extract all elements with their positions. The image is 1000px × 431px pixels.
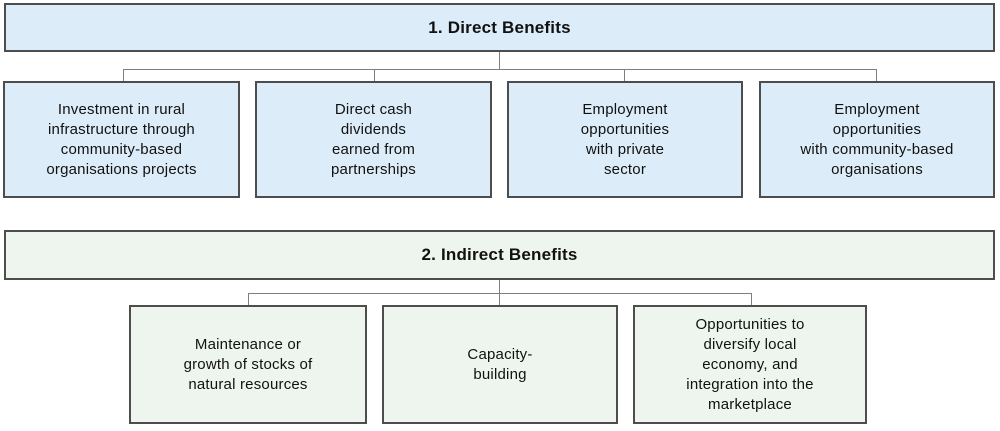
connector-indirect-crossbar xyxy=(248,293,752,294)
section-header-direct-benefits: 1. Direct Benefits xyxy=(4,3,995,52)
connector-direct-drop-2 xyxy=(374,69,375,81)
section-header-direct-benefits-label: 1. Direct Benefits xyxy=(428,17,571,37)
benefit-box-investment-rural-infrastructure: Investment in rural infrastructure throu… xyxy=(3,81,240,198)
connector-indirect-drop-1 xyxy=(248,293,249,305)
benefit-box-employment-private-sector: Employment opportunities with private se… xyxy=(507,81,743,198)
benefit-box-employment-community-organisations: Employment opportunities with community-… xyxy=(759,81,995,198)
connector-direct-crossbar xyxy=(123,69,877,70)
connector-indirect-stem xyxy=(499,280,500,305)
benefit-box-direct-cash-dividends: Direct cash dividends earned from partne… xyxy=(255,81,492,198)
section-header-indirect-benefits: 2. Indirect Benefits xyxy=(4,230,995,280)
section-header-indirect-benefits-label: 2. Indirect Benefits xyxy=(421,245,578,264)
connector-direct-drop-1 xyxy=(123,69,124,81)
connector-direct-stem xyxy=(499,52,500,69)
benefit-box-maintenance-natural-resources: Maintenance or growth of stocks of natur… xyxy=(129,305,367,424)
benefit-box-capacity-building: Capacity- building xyxy=(382,305,618,424)
connector-indirect-drop-3 xyxy=(751,293,752,305)
connector-direct-drop-3 xyxy=(624,69,625,81)
benefit-box-diversify-local-economy: Opportunities to diversify local economy… xyxy=(633,305,867,424)
connector-direct-drop-4 xyxy=(876,69,877,81)
